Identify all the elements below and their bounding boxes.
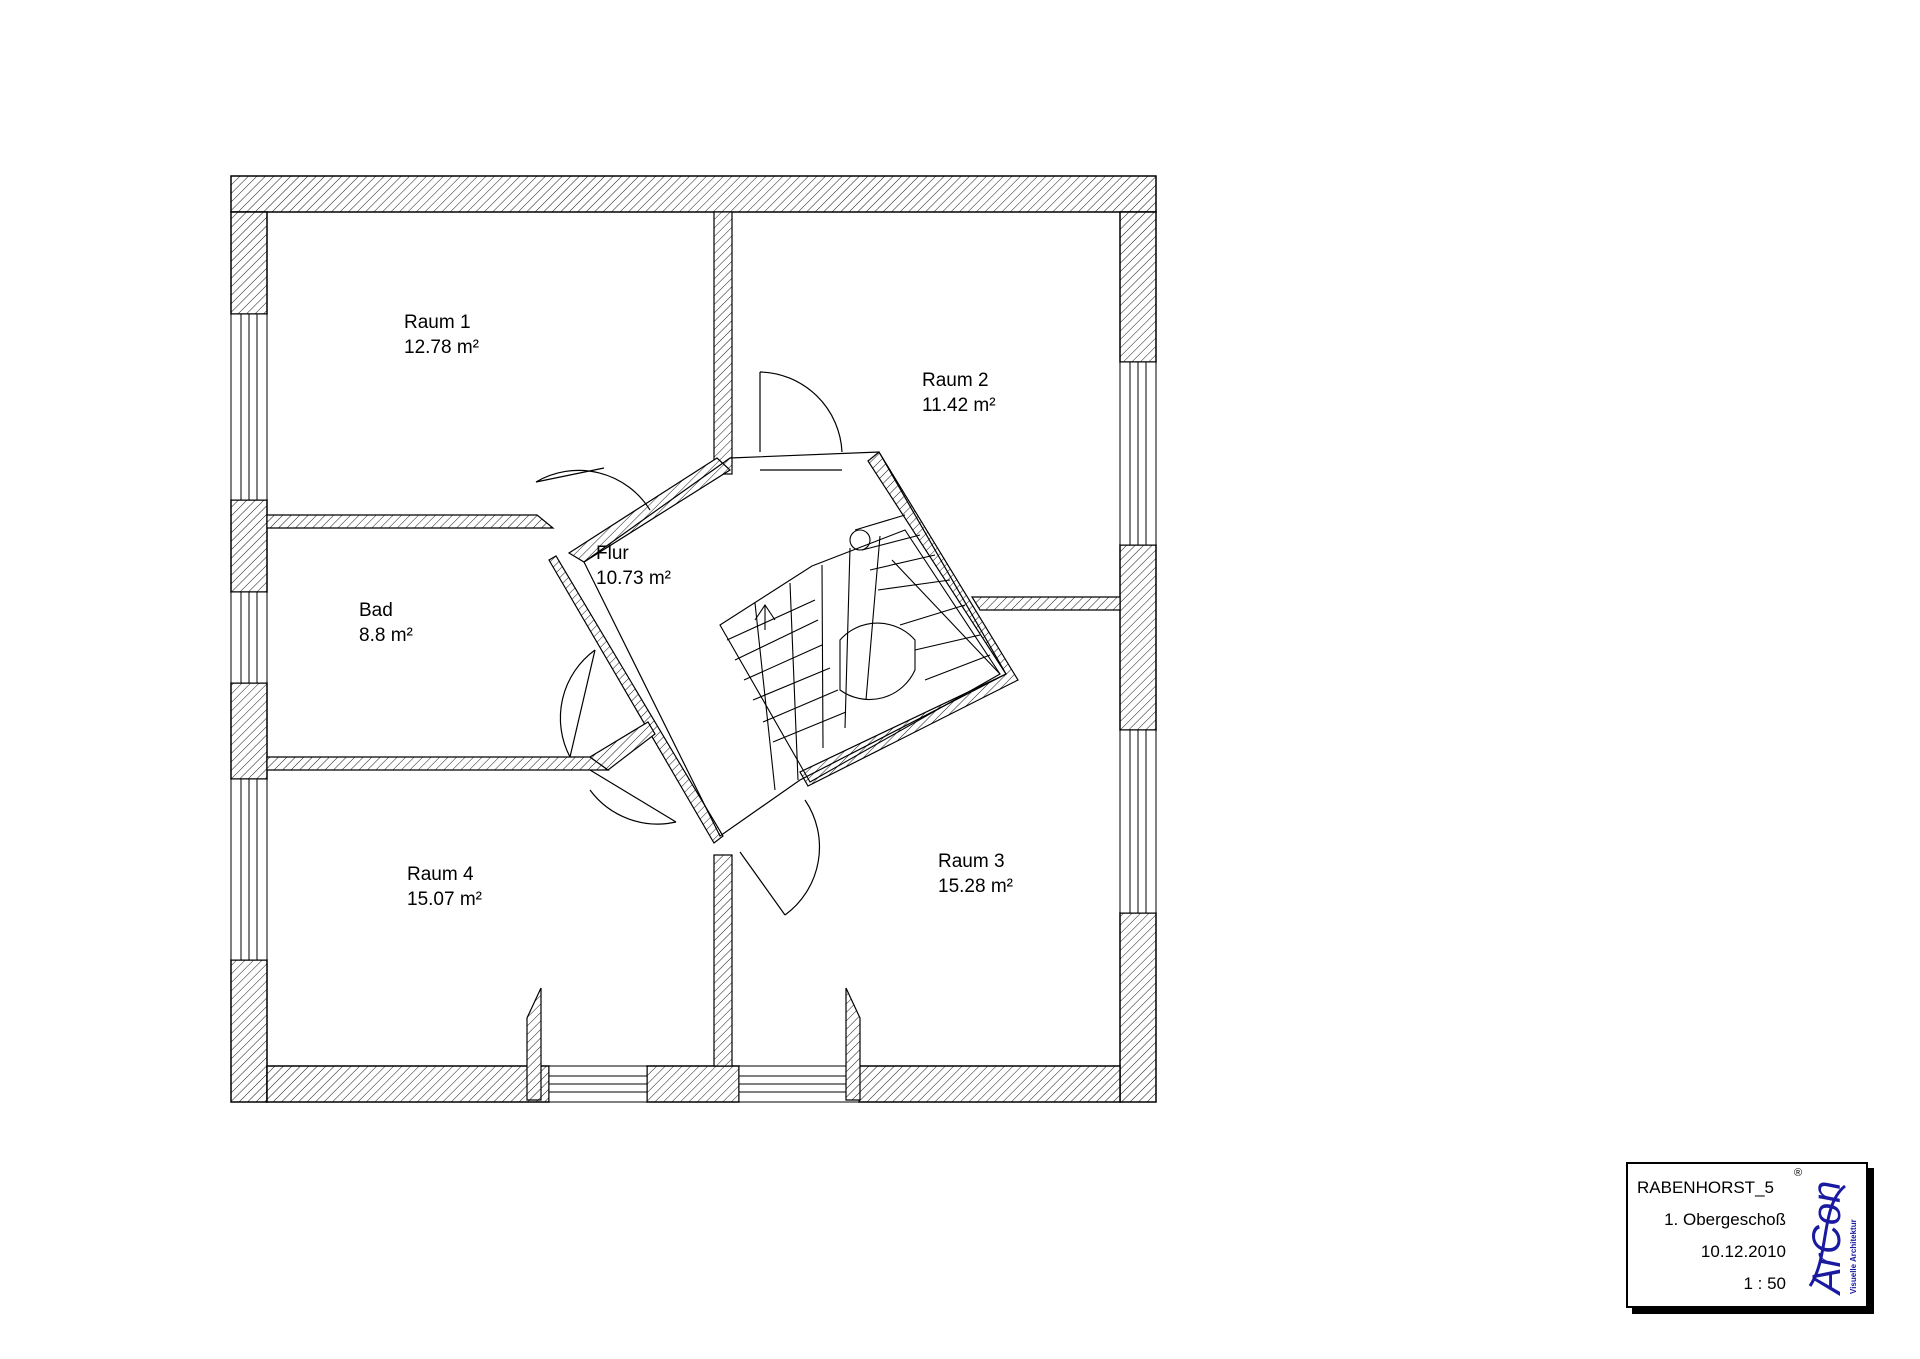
drawing-date: 10.12.2010 <box>1700 1242 1786 1261</box>
logo-wordmark: ArCon <box>1805 1181 1849 1296</box>
room-name-bad: Bad <box>359 600 393 621</box>
title-block: RABENHORST_5 1. Obergeschoß 10.12.2010 1… <box>1626 1162 1868 1308</box>
room-name-raum-4: Raum 4 <box>407 864 474 885</box>
registered-mark: ® <box>1794 1167 1802 1179</box>
flur-outline <box>583 451 1007 837</box>
room-area-flur: 10.73 m² <box>596 568 671 589</box>
room-name-raum-2: Raum 2 <box>922 370 989 391</box>
room-labels: Raum 1 12.78 m² Raum 2 11.42 m² Flur 10.… <box>359 312 1013 910</box>
room-area-bad: 8.8 m² <box>359 625 413 646</box>
drawing-scale: 1 : 50 <box>1743 1274 1786 1293</box>
arcon-logo: ® ArCon Visuelle Architektur <box>1794 1167 1858 1296</box>
doors <box>526 371 861 1101</box>
floor-name: 1. Obergeschoß <box>1664 1210 1786 1229</box>
room-area-raum-3: 15.28 m² <box>938 876 1013 897</box>
room-name-flur: Flur <box>596 543 629 564</box>
room-area-raum-1: 12.78 m² <box>404 337 479 358</box>
windows <box>230 313 1157 1103</box>
staircase <box>719 514 1001 791</box>
room-name-raum-1: Raum 1 <box>404 312 471 333</box>
project-name: RABENHORST_5 <box>1637 1178 1774 1197</box>
interior-walls <box>266 211 1121 1067</box>
room-name-raum-3: Raum 3 <box>938 851 1005 872</box>
room-area-raum-4: 15.07 m² <box>407 889 482 910</box>
exterior-walls <box>230 175 1157 1103</box>
logo-subtitle: Visuelle Architektur <box>1849 1219 1858 1294</box>
room-area-raum-2: 11.42 m² <box>922 395 996 416</box>
